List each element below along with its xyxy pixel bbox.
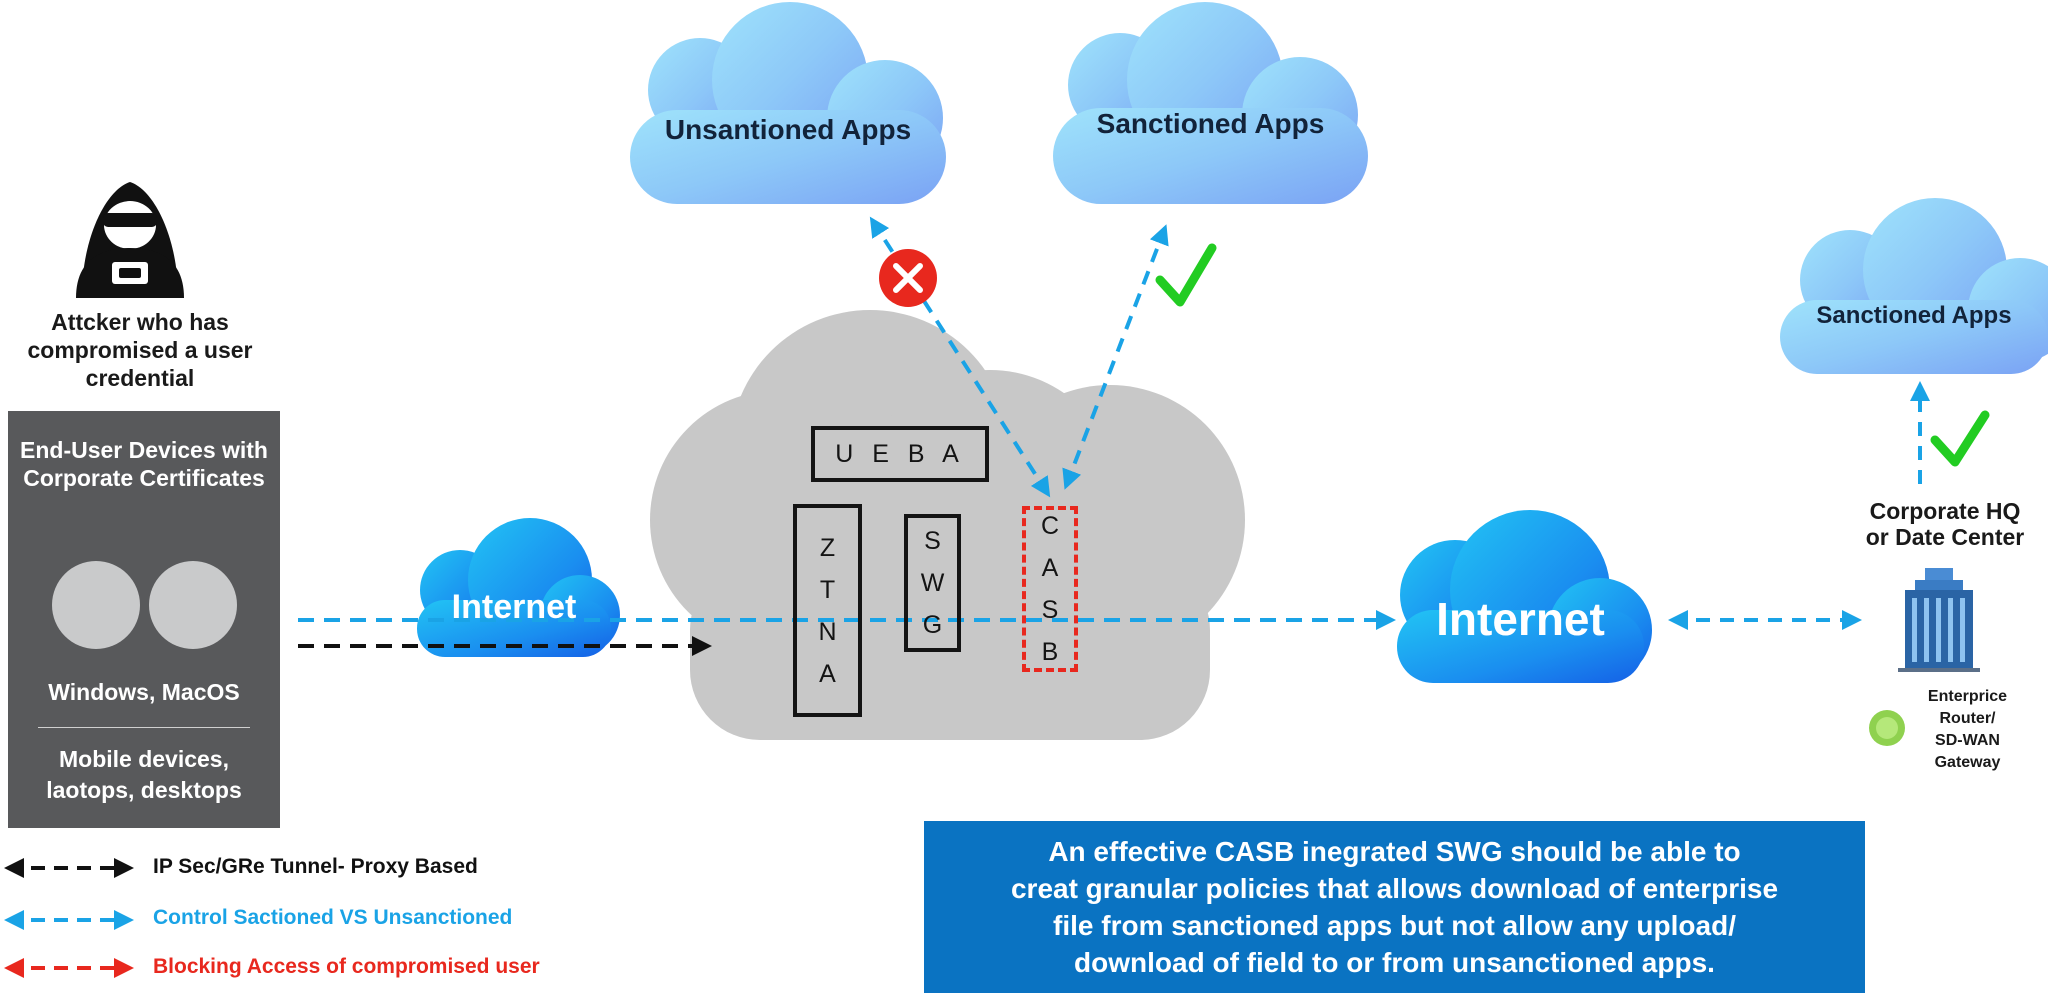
corporate-hq-line: or Date Center [1865, 524, 2025, 550]
unsanctioned-apps-cloud [630, 2, 946, 204]
router-line: Enterprice [1927, 688, 2008, 705]
router-dot-icon [1869, 710, 1905, 746]
casb-letter: B [1041, 638, 1059, 666]
legend-text: Blocking Access of compromised user [153, 955, 540, 978]
check-icon-top [1155, 243, 1217, 307]
info-callout: An effective CASB inegrated SWG should b… [924, 821, 1865, 993]
internet-left-label: Internet [451, 588, 577, 626]
ztna-letter: A [819, 659, 836, 688]
ueba-box: U E B A [811, 426, 989, 482]
casb-box: C A S B [1022, 506, 1078, 672]
info-line: An effective CASB inegrated SWG should b… [1048, 836, 1741, 867]
corporate-hq-label: Corporate HQ or Date Center [1840, 498, 2048, 550]
attacker-label: Attcker who has compromised a user crede… [0, 308, 280, 392]
swg-letter: G [922, 611, 943, 639]
info-line: download of field to or from unsanctione… [1074, 947, 1715, 978]
router-line: Gateway [1934, 754, 2001, 771]
internet-left-cloud [417, 518, 620, 657]
ztna-letter: N [818, 617, 837, 646]
ztna-box: Z T N A [793, 504, 862, 717]
device-types-line: Mobile devices, [58, 746, 229, 772]
hooded-attacker-icon [76, 182, 184, 298]
laptop-icon-circle [149, 561, 237, 649]
check-icon-right [1930, 410, 1990, 467]
attacker-label-line: compromised a user [27, 337, 253, 363]
ztna-letter: Z [819, 533, 836, 562]
info-line: file from sanctioned apps but not allow … [1053, 910, 1736, 941]
devices-title-line: End-User Devices with [20, 437, 268, 463]
internet-right-cloud [1397, 510, 1652, 683]
unsanctioned-apps-label: Unsantioned Apps [664, 114, 912, 145]
sanctioned-apps-top-label: Sanctioned Apps [1096, 108, 1325, 139]
casb-letter: A [1041, 554, 1059, 582]
sanctioned-apps-right-cloud [1780, 198, 2048, 374]
device-types-line: laotops, desktops [46, 777, 242, 803]
swg-letter: S [924, 527, 941, 555]
end-user-devices-panel: End-User Devices with Corporate Certific… [8, 411, 280, 828]
casb-letter: S [1041, 596, 1059, 624]
internet-right-label: Internet [1436, 593, 1605, 645]
devices-divider [38, 727, 250, 728]
corporate-building-icon [1898, 568, 1980, 672]
casb-letter: C [1040, 512, 1060, 540]
legend-text: Control Sactioned VS Unsanctioned [153, 906, 513, 929]
swg-box: S W G [904, 514, 961, 652]
router-line: Router/ [1939, 710, 1996, 727]
swg-letter: W [920, 569, 945, 597]
info-line: creat granular policies that allows down… [1010, 873, 1779, 904]
legend-text: IP Sec/GRe Tunnel- Proxy Based [153, 855, 478, 878]
router-label: Enterprice Router/ SD-WAN Gateway [1900, 686, 2035, 774]
blocked-icon [879, 249, 937, 307]
sanctioned-apps-top-cloud [1053, 2, 1368, 204]
os-label: Windows, MacOS [48, 679, 240, 705]
phone-icon-circle [52, 561, 140, 649]
ztna-letter: T [819, 575, 836, 604]
attacker-label-line: credential [85, 365, 195, 391]
devices-title: End-User Devices with Corporate Certific… [8, 436, 280, 492]
devices-title-line: Corporate Certificates [23, 465, 265, 491]
attacker-label-line: Attcker who has [51, 309, 229, 335]
corporate-hq-line: Corporate HQ [1869, 498, 2021, 524]
sanctioned-apps-right-label: Sanctioned Apps [1816, 302, 2012, 329]
device-types-label: Mobile devices, laotops, desktops [8, 744, 280, 806]
router-line: SD-WAN [1935, 732, 2000, 749]
